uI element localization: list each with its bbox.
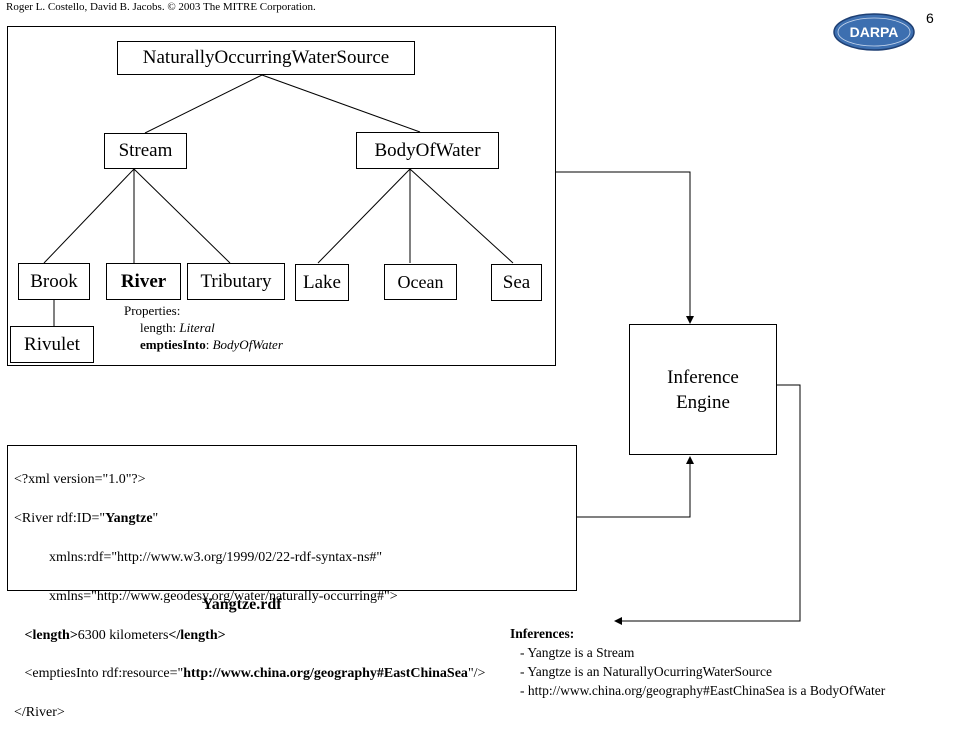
darpa-logo: DARPA <box>833 13 915 51</box>
darpa-logo-text: DARPA <box>850 24 899 40</box>
rdf-document-panel <box>7 445 577 591</box>
copyright-credit: Roger L. Costello, David B. Jacobs. © 20… <box>6 1 316 13</box>
edge-root-stream <box>144 74 263 134</box>
rdf-line-xmlns: xmlns="http://www.geodesy.org/water/natu… <box>14 588 398 604</box>
class-rivulet: Rivulet <box>10 326 94 363</box>
class-sea-label: Sea <box>502 271 531 293</box>
property-emptiesinto-type: BodyOfWater <box>212 337 283 352</box>
rdf-line-length: <length>6300 kilometers</length> <box>14 627 226 643</box>
class-sea: Sea <box>491 264 542 301</box>
class-brook: Brook <box>18 263 90 300</box>
class-river-label: River <box>120 270 167 292</box>
property-length-name: length <box>140 320 173 335</box>
class-bodyofwater: BodyOfWater <box>356 132 499 169</box>
inference-item: - Yangtze is a Stream <box>520 645 635 660</box>
rdf-line-xmlns-rdf: xmlns:rdf="http://www.w3.org/1999/02/22-… <box>14 550 383 566</box>
class-naturallyoccurringwatersource-label: NaturallyOccurringWaterSource <box>142 47 390 68</box>
edge-bodyofwater-sea <box>409 168 514 264</box>
edge-stream-tributary <box>133 168 231 264</box>
rdf-line-xml-decl: <?xml version="1.0"?> <box>14 472 146 488</box>
rdf-eastchinasea-uri: http://www.china.org/geography#EastChina… <box>183 666 468 682</box>
class-tributary-label: Tributary <box>200 270 272 292</box>
class-brook-label: Brook <box>30 270 78 292</box>
property-emptiesinto: emptiesInto: BodyOfWater <box>140 337 283 352</box>
class-bodyofwater-label: BodyOfWater <box>374 139 481 161</box>
class-lake: Lake <box>295 264 349 301</box>
property-length: length: Literal <box>140 320 215 335</box>
rdf-document-text: <?xml version="1.0"?> <River rdf:ID="Yan… <box>14 451 485 742</box>
property-emptiesinto-name: emptiesInto <box>140 337 206 352</box>
class-tributary: Tributary <box>187 263 285 300</box>
inference-engine-label-line2: Engine <box>676 391 730 413</box>
connector-lines <box>43 74 801 625</box>
inference-engine-label-line1: Inference <box>667 366 739 388</box>
class-ocean: Ocean <box>384 264 457 300</box>
properties-heading: Properties: <box>124 303 181 318</box>
slide-number: 6 <box>926 10 934 26</box>
edge-root-bodyofwater <box>261 74 421 133</box>
arrow-engine-to-inferences <box>614 384 801 625</box>
rdf-file-label: Yangtze.rdf <box>202 596 282 613</box>
class-river: River <box>106 263 181 300</box>
inferences-list: Inferences: - Yangtze is a Stream - Yang… <box>510 624 885 700</box>
rdf-line-river-close: </River> <box>14 705 65 721</box>
inference-engine-box: Inference Engine <box>629 324 777 455</box>
inferences-heading: Inferences: <box>510 626 575 641</box>
edge-bodyofwater-lake <box>317 168 411 264</box>
class-lake-label: Lake <box>303 271 341 293</box>
property-length-type: Literal <box>179 320 215 335</box>
class-naturallyoccurringwatersource: NaturallyOccurringWaterSource <box>117 41 415 75</box>
rdf-yangtze-id: Yangtze <box>105 511 153 527</box>
inference-item: - http://www.china.org/geography#EastChi… <box>520 683 886 698</box>
class-rivulet-label: Rivulet <box>24 333 80 355</box>
river-properties: Properties: length: Literal emptiesInto:… <box>124 302 283 353</box>
class-ocean-label: Ocean <box>397 271 444 292</box>
ontology-panel <box>7 26 556 366</box>
inference-item: - Yangtze is an NaturallyOcurringWaterSo… <box>520 664 772 679</box>
rdf-line-river-open: <River rdf:ID="Yangtze" <box>14 511 159 527</box>
arrow-rdf-to-engine <box>577 456 694 518</box>
rdf-line-emptiesinto: <emptiesInto rdf:resource="http://www.ch… <box>14 666 486 682</box>
class-stream-label: Stream <box>118 140 173 161</box>
class-stream: Stream <box>104 133 187 169</box>
rdf-length-value: 6300 kilometers <box>77 627 169 643</box>
edge-stream-brook <box>43 168 135 264</box>
arrow-ontology-to-engine <box>556 171 694 324</box>
